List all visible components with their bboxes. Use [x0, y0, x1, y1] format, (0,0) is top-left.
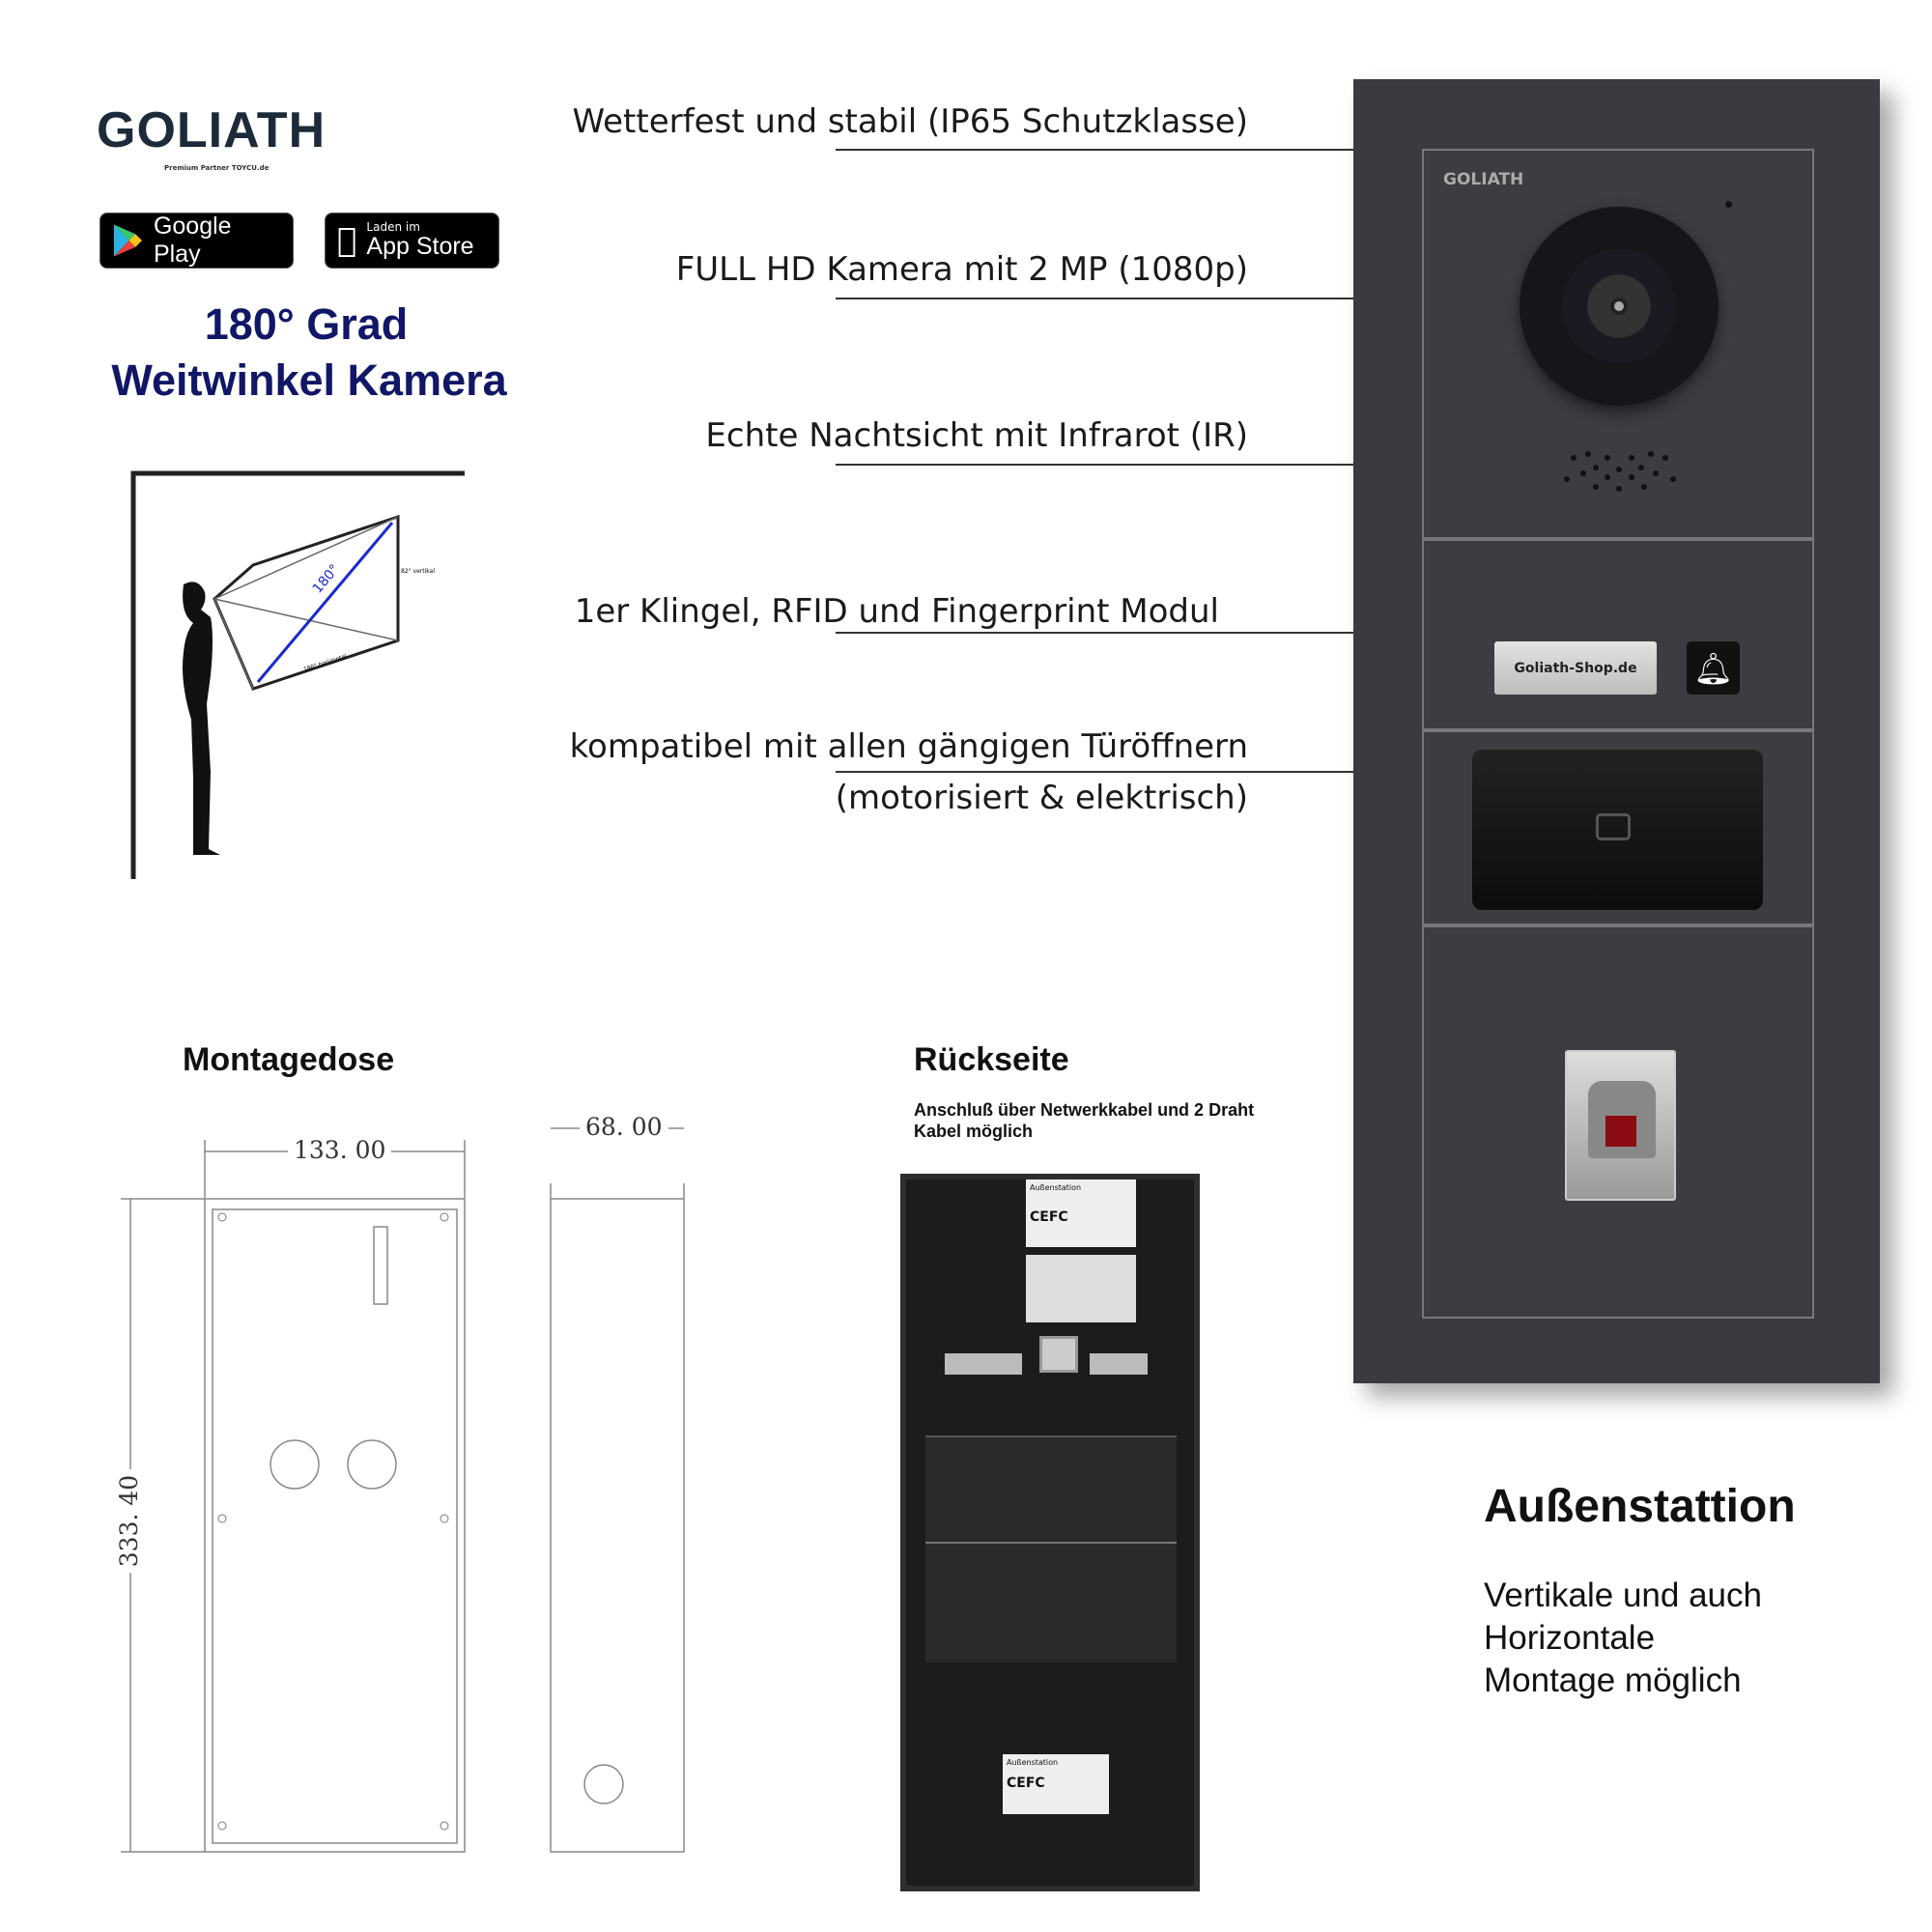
google-play-label: Google Play — [153, 213, 232, 268]
mounting-box-title: Montagedose — [183, 1041, 395, 1078]
camera-icon — [1520, 207, 1719, 406]
app-store-label: App Store — [347, 232, 473, 260]
feature-night-vision: Echte Nachtsicht mit Infrarot (IR) — [705, 416, 1248, 455]
app-store-button[interactable]:  Laden im App Store — [325, 213, 499, 269]
person-silhouette — [183, 582, 220, 855]
outdoor-station-description: Vertikale und auch Horizontale Montage m… — [1484, 1575, 1762, 1702]
feature-camera: FULL HD Kamera mit 2 MP (1080p) — [675, 250, 1248, 289]
depth-dimension: 68. 00 — [580, 1113, 668, 1141]
ethernet-port — [1039, 1336, 1078, 1373]
height-dimension: 333. 40 — [115, 1468, 144, 1574]
feature-leader-line — [836, 771, 1353, 773]
module-back — [925, 1435, 1177, 1556]
outdoor-station: GOLIATH Goliath-Shop.de 🔔︎ — [1353, 79, 1880, 1383]
headline-line1: 180° Grad — [204, 299, 409, 349]
google-play-icon — [113, 224, 143, 257]
camera-module: GOLIATH — [1422, 149, 1814, 539]
subtitle-line: Anschluß über Netwerkkabel und 2 Draht — [914, 1100, 1255, 1120]
app-store-small-label: Laden im — [347, 219, 419, 234]
back-side-title: Rückseite — [914, 1041, 1069, 1078]
bell-module: Goliath-Shop.de 🔔︎ — [1422, 539, 1814, 730]
description-line: Montage möglich — [1484, 1662, 1742, 1699]
feature-leader-line — [836, 298, 1353, 299]
feature-leader-line — [836, 149, 1353, 151]
feature-leader-line — [836, 632, 1353, 634]
description-line: Horizontale — [1484, 1619, 1656, 1657]
logo-text: GOLIATH — [97, 102, 327, 158]
horizontal-angle-label: 180° horizontal — [302, 653, 348, 673]
feature-weatherproof: Wetterfest und stabil (IP65 Schutzklasse… — [572, 102, 1249, 141]
vertical-angle-label: 82° vertikal — [401, 568, 435, 575]
feature-compatible-note: (motorisiert & elektrisch) — [835, 779, 1248, 817]
bell-button[interactable]: 🔔︎ — [1687, 641, 1740, 695]
bell-icon: 🔔︎ — [1693, 649, 1733, 687]
width-dimension: 133. 00 — [288, 1136, 392, 1164]
nameplate: Goliath-Shop.de — [1494, 641, 1657, 695]
fingerprint-sensor — [1565, 1050, 1676, 1201]
outdoor-station-title: Außenstattion — [1484, 1481, 1796, 1532]
device-logo: GOLIATH — [1443, 170, 1524, 189]
fingerprint-module — [1422, 925, 1814, 1319]
mounting-box-drawing — [121, 1127, 685, 1853]
headline-line2: Weitwinkel Kamera — [111, 355, 507, 405]
rfid-reader — [1472, 750, 1763, 910]
feature-modules: 1er Klingel, RFID und Fingerprint Modul — [574, 592, 1219, 631]
back-side-subtitle: Anschluß über Netwerkkabel und 2 Draht K… — [914, 1099, 1254, 1142]
logo-tagline: Premium Partner TOYCU.de — [164, 164, 270, 172]
description-line: Vertikale und auch — [1484, 1577, 1762, 1614]
terminal-block — [945, 1353, 1022, 1375]
rfid-icon — [1596, 813, 1631, 840]
feature-leader-line — [836, 464, 1353, 466]
fingerprint-icon — [1605, 1116, 1636, 1147]
feature-compatible: kompatibel mit allen gängigen Türöffnern — [569, 727, 1248, 766]
rfid-module — [1422, 730, 1814, 925]
wiring-label — [1026, 1255, 1136, 1322]
apple-icon:  — [337, 221, 356, 260]
angle-label: 180° — [310, 561, 343, 596]
module-back — [925, 1542, 1177, 1662]
subtitle-line: Kabel möglich — [914, 1122, 1034, 1141]
microphone-icon — [1725, 201, 1732, 208]
google-play-button[interactable]: Google Play — [99, 213, 294, 269]
speaker-grille-icon — [1564, 451, 1676, 492]
wide-angle-diagram: 180° 82° vertikal 180° horizontal — [130, 470, 465, 879]
terminal-block — [1090, 1353, 1148, 1375]
goliath-logo: GOLIATH Premium Partner TOYCU.de — [97, 101, 325, 179]
